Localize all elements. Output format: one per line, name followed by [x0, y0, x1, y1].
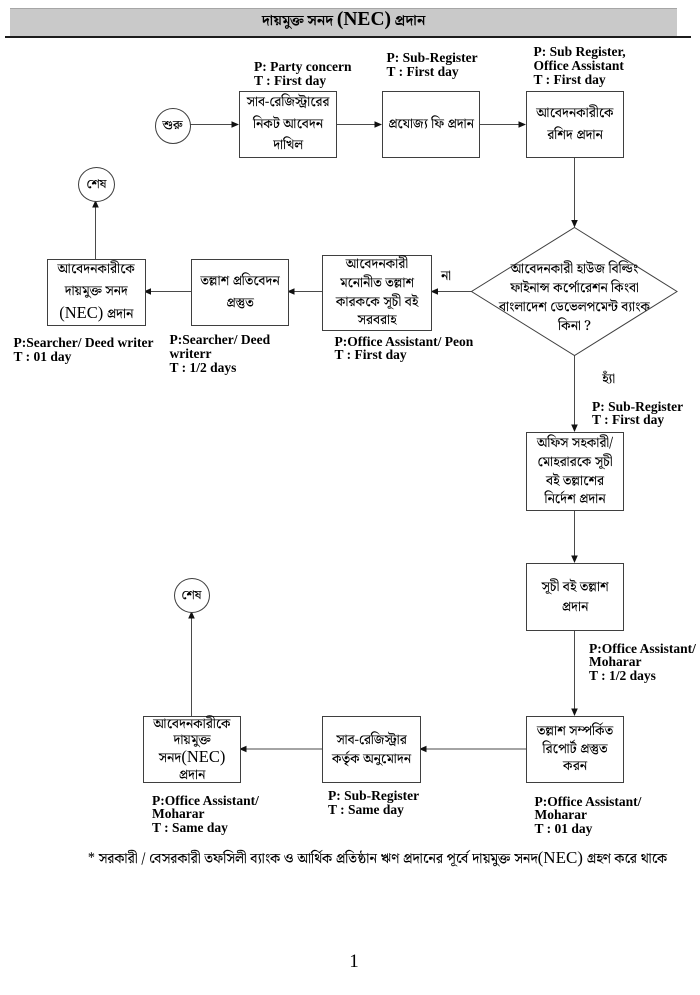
title-rule [5, 36, 691, 38]
arrowhead-receipt-to-decision [571, 220, 578, 228]
node-submit-application-text: সাব-রেজিস্ট্রারের নিকট আবেদন দাখিল [246, 91, 330, 157]
node-pay-fee: প্রযোজ্য ফি প্রদান [382, 91, 480, 158]
annotation-supply-index-book: P:Office Assistant/ Peon T : First day [334, 333, 474, 363]
node-supply-index-book-text: আবেদনকারী মনোনীত তল্লাশ কারককে সূচী বই স… [335, 253, 419, 332]
latin-segment: (NEC) [59, 303, 104, 323]
title-band: দায়মুক্ত সনদ (NEC) প্রদান [10, 8, 677, 37]
arrowhead-issue-to-end [92, 200, 99, 208]
annotation-decision-yes: P: Sub-Register T : First day [592, 398, 684, 428]
node-approval: সাব-রেজিস্ট্রার কর্তৃক অনুমোদন [322, 716, 421, 783]
arrowhead-start-to-submit [231, 121, 239, 128]
page-number: 1 [349, 951, 359, 972]
node-give-receipt: আবেদনকারীকে রশিদ প্রদান [526, 91, 624, 158]
annotation-deliver-nec: P:Office Assistant/ Moharar T : Same day [152, 792, 259, 836]
node-prepare-report-text: তল্লাশ সম্পর্কিত রিপোর্ট প্রস্তুত করন [536, 720, 614, 778]
node-deliver-nec: আবেদনকারীকে দায়মুক্ত সনদ(NEC) প্রদান [143, 712, 241, 786]
latin-segment: (NEC) [537, 848, 583, 867]
arrowhead-submit-to-fee [374, 121, 382, 128]
arrowhead-deliver-to-end [188, 611, 195, 619]
node-deliver-nec-text: আবেদনকারীকে দায়মুক্ত সনদ(NEC) প্রদান [153, 712, 231, 786]
latin-segment: (NEC) [181, 747, 226, 766]
arrowhead-order-to-search [571, 555, 578, 563]
decision-yes-label: হ্যাঁ [602, 368, 616, 390]
annotation-prepare-search-report: P:Searcher/ Deed writerr T : 1/2 days [169, 332, 271, 375]
arrowhead-decision-yes [571, 424, 578, 432]
decision-diamond [470, 226, 678, 357]
footnote: * সরকারী / বেসরকারী তফসিলী ব্যাংক ও আর্থ… [88, 848, 668, 871]
node-order-search: অফিস সহকারী/ মোহরারকে সূচী বই তল্লাশের ন… [526, 432, 624, 511]
node-give-receipt-text: আবেদনকারীকে রশিদ প্রদান [536, 102, 614, 146]
arrowhead-supply-to-search-report [287, 288, 295, 295]
start-label: শুরু [162, 115, 183, 136]
arrowhead-decision-no [430, 288, 438, 295]
arrowheads-group [92, 121, 578, 753]
node-supply-index-book: আবেদনকারী মনোনীত তল্লাশ কারককে সূচী বই স… [322, 253, 432, 332]
end-terminator-top: শেষ [78, 166, 115, 202]
node-search-index-book-text: সূচী বই তল্লাশ প্রদান [541, 575, 609, 618]
latin-segment: (NEC) [336, 9, 392, 30]
node-search-index-book: সূচী বই তল্লাশ প্রদান [526, 563, 624, 631]
decision-no-label: না [441, 265, 451, 287]
node-prepare-search-report: তল্লাশ প্রতিবেদন প্রস্তুত [191, 259, 289, 326]
node-issue-nec: আবেদনকারীকে দায়মুক্ত সনদ (NEC) প্রদান [47, 259, 146, 326]
annotation-submit-application: P: Party concern T : First day [254, 59, 352, 88]
arrowhead-report-to-approval [419, 745, 427, 753]
node-submit-application: সাব-রেজিস্ট্রারের নিকট আবেদন দাখিল [239, 91, 337, 158]
node-pay-fee-text: প্রযোজ্য ফি প্রদান [388, 112, 474, 135]
end-terminator-bottom: শেষ [173, 578, 210, 613]
end-bottom-label: শেষ [181, 585, 202, 606]
annotation-pay-fee: P: Sub-Register T : First day [386, 50, 478, 79]
annotation-issue-nec: P:Searcher/ Deed writer T : 01 day [13, 335, 154, 364]
decision-text: আবেদনকারী হাউজ বিল্ডিং ফাইনান্স কর্পোরেশ… [474, 241, 675, 355]
annotation-prepare-report: P:Office Assistant/ Moharar T : 01 day [534, 793, 642, 837]
node-order-search-text: অফিস সহকারী/ মোহরারকে সূচী বই তল্লাশের ন… [536, 432, 614, 511]
arrowhead-fee-to-receipt [518, 121, 526, 128]
node-approval-text: সাব-রেজিস্ট্রার কর্তৃক অনুমোদন [331, 729, 412, 770]
end-top-label: শেষ [86, 173, 107, 195]
page-title: দায়মুক্ত সনদ (NEC) প্রদান [261, 9, 426, 33]
connector-lines-group [95, 124, 678, 750]
decision-text-content: আবেদনকারী হাউজ বিল্ডিং ফাইনান্স কর্পোরেশ… [498, 257, 651, 337]
arrowhead-search-report-to-issue [143, 288, 151, 295]
node-prepare-report: তল্লাশ সম্পর্কিত রিপোর্ট প্রস্তুত করন [526, 716, 624, 783]
arrowhead-search-to-report [571, 708, 578, 716]
annotation-approval: P: Sub-Register T : Same day [328, 788, 420, 817]
annotation-give-receipt: P: Sub Register, Office Assistant T : Fi… [533, 44, 626, 87]
node-issue-nec-text: আবেদনকারীকে দায়মুক্ত সনদ (NEC) প্রদান [57, 258, 135, 326]
annotation-search-index-book: P:Office Assistant/ Moharar T : 1/2 days [589, 640, 696, 684]
arrowhead-approval-to-deliver [239, 745, 247, 753]
start-terminator: শুরু [154, 107, 191, 144]
node-prepare-search-report-text: তল্লাশ প্রতিবেদন প্রস্তুত [200, 270, 280, 314]
